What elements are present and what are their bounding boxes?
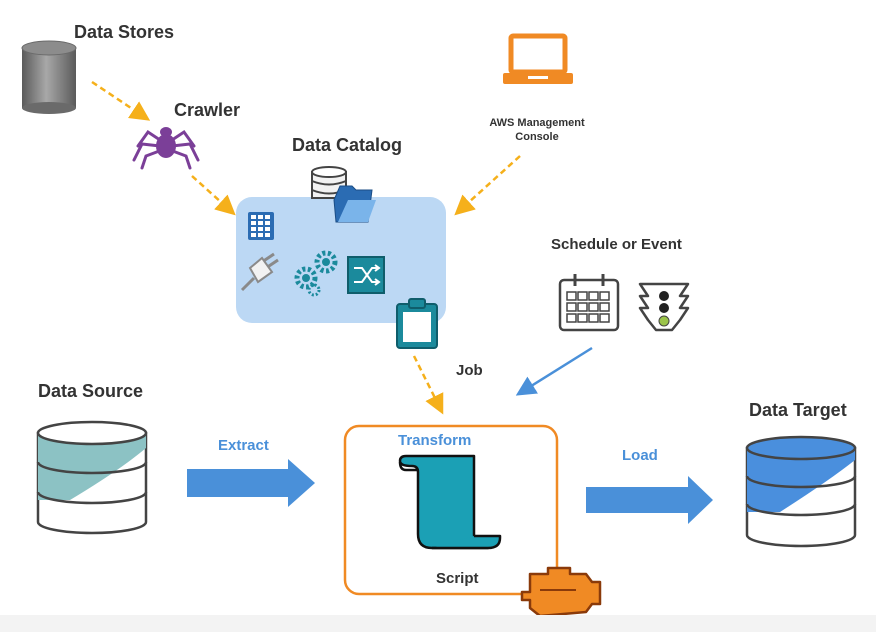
aws-console-label-line2: Console [515, 131, 559, 143]
job-label: Job [456, 362, 483, 379]
traffic-light-icon [638, 282, 690, 332]
data-source-database-icon [36, 420, 148, 535]
load-arrow [586, 476, 713, 524]
engine-icon [520, 566, 602, 618]
scroll-icon [398, 454, 502, 550]
data-catalog-label: Data Catalog [292, 135, 403, 155]
data-source-label: Data Source [38, 381, 144, 401]
transform-label: Transform [398, 432, 472, 449]
extract-arrow [187, 459, 315, 507]
bottom-strip [0, 615, 876, 632]
aws-console-label-line1: AWS Management [489, 117, 585, 129]
plug-icon [240, 252, 279, 292]
script-label: Script [436, 570, 479, 587]
extract-label: Extract [218, 437, 269, 454]
table-icon [248, 212, 274, 240]
crawler-to-catalog-arrow [191, 175, 236, 216]
folder-icon [333, 185, 376, 223]
load-label: Load [622, 447, 658, 464]
data-catalog-box [236, 197, 446, 323]
calendar-icon [558, 274, 620, 332]
shuffle-icon [347, 256, 385, 294]
data-target-label: Data Target [749, 400, 847, 420]
console-to-catalog-arrow [454, 155, 521, 216]
catalog-to-job-arrow [412, 355, 444, 415]
crawler-label: Crawler [174, 100, 241, 120]
gears-icon [294, 250, 338, 297]
data-target-database-icon [745, 435, 857, 548]
clipboard-icon [396, 298, 438, 349]
schedule-or-event-label: Schedule or Event [551, 236, 682, 253]
data-stores-database-icon [21, 40, 77, 114]
stores-to-crawler-arrow [91, 80, 151, 121]
aws-console-label: AWS Management Console [484, 116, 590, 144]
laptop-icon [503, 33, 573, 84]
schedule-to-job-arrow [515, 346, 593, 396]
data-stores-label: Data Stores [74, 22, 175, 42]
spider-icon [132, 127, 200, 170]
